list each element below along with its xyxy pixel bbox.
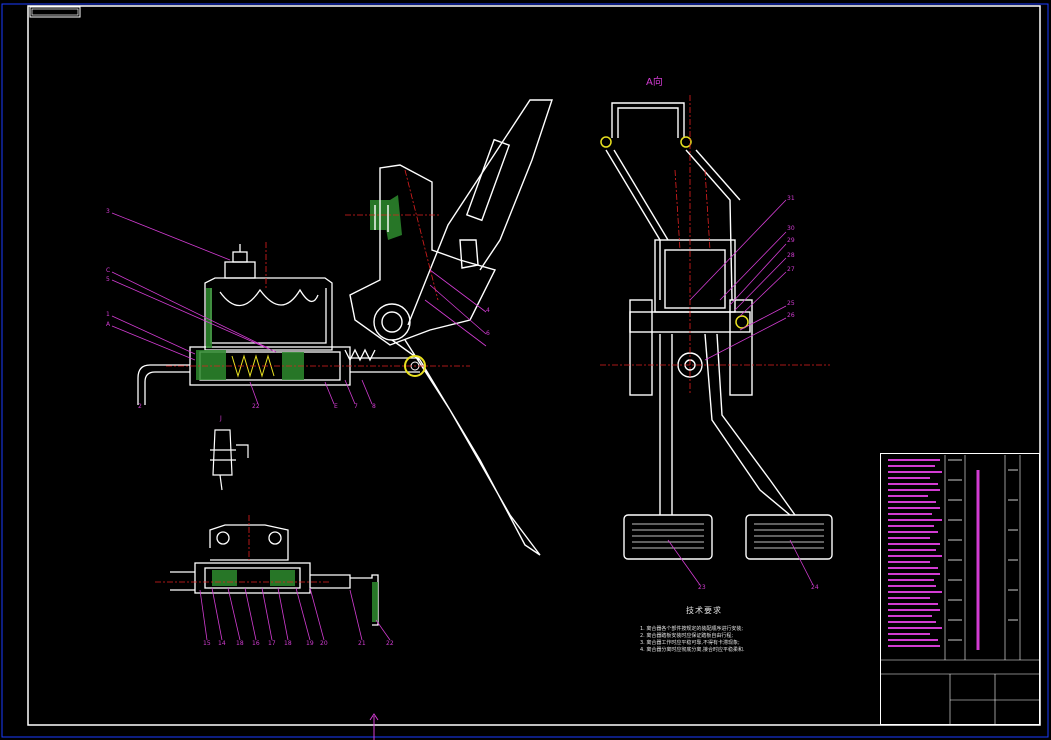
tech-note-line: 1. 离合器各个部件按规定的装配顺序进行安装; — [640, 626, 744, 632]
tech-note-line: 4. 离合器分离时应彻底分离,接合时应平稳柔和. — [640, 647, 745, 653]
callout-label: 18 — [236, 640, 244, 647]
corner-label-box — [29, 6, 81, 18]
callout-label: 2 — [138, 403, 142, 410]
inner-frame — [27, 5, 1041, 726]
callout-label: 16 — [252, 640, 260, 647]
centerlines-right — [600, 95, 830, 395]
callout-label: 15 — [203, 640, 211, 647]
view-a-label: A向 — [646, 77, 663, 88]
pedal-pads — [623, 514, 833, 560]
view-a-highlights — [600, 136, 749, 329]
callout-label: 14 — [218, 640, 226, 647]
callout-label: 3 — [106, 208, 110, 215]
callout-label: 20 — [320, 640, 328, 647]
callout-label: 4 — [486, 307, 490, 314]
callout-label: 18 — [284, 640, 292, 647]
outer-frame — [1, 3, 1049, 738]
callout-label: 26 — [787, 312, 795, 319]
callout-label: 17 — [268, 640, 276, 647]
callout-label: 21 — [358, 640, 366, 647]
callout-label: 24 — [811, 584, 819, 591]
callout-label: A — [106, 321, 111, 328]
callout-label: 1 — [106, 311, 110, 318]
leaders-right — [667, 199, 814, 586]
callout-label: 19 — [306, 640, 314, 647]
slave-cylinder-assembly — [170, 524, 379, 626]
callout-label: J — [220, 415, 222, 422]
callout-label: 7 — [354, 403, 358, 410]
leaders-bottom — [199, 587, 391, 641]
callout-label: 6 — [486, 330, 490, 337]
callout-label: 31 — [787, 195, 795, 202]
tech-note-line: 3. 离合器工作时应平稳可靠,不得有卡滞现象; — [640, 640, 740, 646]
centerlines-bottom — [155, 515, 330, 583]
pedal-bracket — [349, 164, 497, 346]
master-cylinder-assembly — [137, 244, 420, 405]
title-block-grid — [880, 455, 1040, 725]
callout-label: 27 — [787, 266, 795, 273]
callout-label: 5 — [106, 276, 110, 283]
centerlines-left — [166, 169, 470, 367]
cursor-marker-icon — [369, 713, 379, 740]
clutch-pedal-arm — [391, 99, 553, 556]
leaders-left — [111, 212, 487, 405]
title-block-entries — [888, 459, 980, 650]
pedal-pivot-highlight — [404, 355, 426, 377]
tech-notes-title: 技术要求 — [686, 606, 722, 615]
callout-label: 8 — [372, 403, 376, 410]
callout-label: 29 — [787, 237, 795, 244]
callout-label: C — [106, 267, 111, 274]
callout-label: 25 — [787, 300, 795, 307]
callout-label: 23 — [698, 584, 706, 591]
title-block — [880, 453, 1040, 725]
tech-notes: 1. 离合器各个部件按规定的装配顺序进行安装; 2. 离合器踏板安装时应保证踏板… — [640, 626, 870, 654]
bleeder-fitting — [210, 429, 249, 491]
title-block-grey — [948, 459, 1018, 641]
callout-label: 22 — [252, 403, 260, 410]
callout-label: 22 — [386, 640, 394, 647]
pedal-box-view-a — [605, 102, 796, 516]
callout-label: E — [334, 403, 338, 410]
callout-label: 30 — [787, 225, 795, 232]
callout-label: 28 — [787, 252, 795, 259]
tech-note-line: 2. 离合器踏板安装时应保证踏板自由行程; — [640, 633, 734, 639]
